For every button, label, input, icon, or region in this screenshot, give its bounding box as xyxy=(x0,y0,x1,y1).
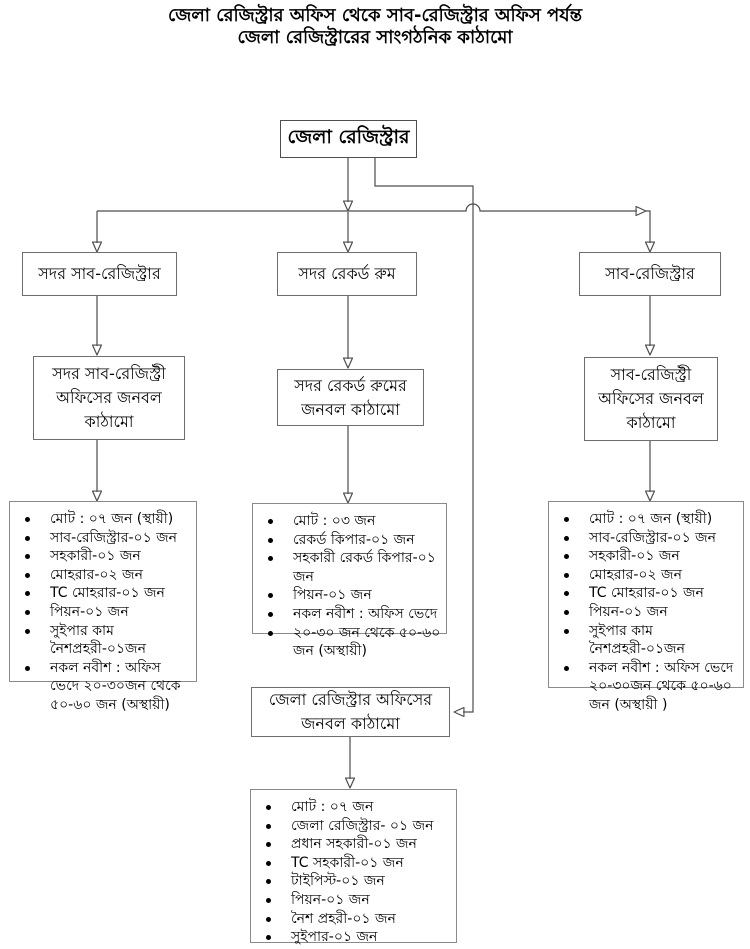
staff-list-item: পিয়ন-০১ জন xyxy=(257,891,453,910)
staff-list-item: রেকর্ড কিপার-০১ জন xyxy=(259,531,443,550)
staff-list-item: নৈশ প্রহরী-০১ জন xyxy=(257,910,453,929)
node-sadar-record-room: সদর রেকর্ড রুম xyxy=(277,252,417,296)
staff-list-item: মোট : ০৭ জন xyxy=(257,798,453,817)
staff-list-item: নকল নবীশ : অফিস ভেদে ২০-৩০জন থেকে ৫০-৬০ … xyxy=(16,659,193,715)
staff-list-item: সহকারী রেকর্ড কিপার-০১ জন xyxy=(259,549,443,586)
node-district-registrar-office-staff-label: জেলা রেজিস্ট্রার অফিসের জনবল কাঠামো xyxy=(268,690,433,733)
staff-list-item: সাব-রেজিস্ট্রার-০১ জন xyxy=(555,529,740,548)
staff-list-sadar-sub-registry-items: মোট : ০৭ জন (স্থায়ী)সাব-রেজিস্ট্রার-০১ … xyxy=(16,510,193,715)
staff-list-sadar-sub-registry: মোট : ০৭ জন (স্থায়ী)সাব-রেজিস্ট্রার-০১ … xyxy=(9,501,197,713)
staff-list-item: নকল নবীশ : অফিস ভেদে xyxy=(259,605,443,624)
staff-list-item: সুইপার কাম নৈশপ্রহরী-০১জন xyxy=(555,622,740,659)
node-district-registrar: জেলা রেজিস্ট্রার xyxy=(280,120,417,158)
node-sub-registrar: সাব-রেজিস্ট্রার xyxy=(579,252,721,296)
staff-list-item: টাইপিস্ট-০১ জন xyxy=(257,872,453,891)
node-sub-registry-staff-label: সাব-রেজিস্ট্রী অফিসের জনবল কাঠামো xyxy=(598,365,704,432)
staff-list-item: মোট : ০৭ জন (স্থায়ী) xyxy=(16,510,193,529)
staff-list-sub-registry-items: মোট : ০৭ জন (স্থায়ী)সাব-রেজিস্ট্রার-০১ … xyxy=(555,510,740,715)
staff-list-item: প্রধান সহকারী-০১ জন xyxy=(257,835,453,854)
connector-trunk-to-sub-registrar xyxy=(646,210,650,243)
node-district-registrar-office-staff: জেলা রেজিস্ট্রার অফিসের জনবল কাঠামো xyxy=(251,687,450,737)
staff-list-item: সুইপার-০১ জন xyxy=(257,928,453,947)
staff-list-item: ২০-৩০ জন থেকে ৫০-৬০ জন (অস্থায়ী) xyxy=(259,624,443,661)
node-sadar-sub-registrar-label: সদর সাব-রেজিস্ট্রার xyxy=(38,264,161,283)
staff-list-item: সহকারী-০১ জন xyxy=(16,547,193,566)
staff-list-item: মোট : ০৭ জন (স্থায়ী) xyxy=(555,510,740,529)
staff-list-item: সুইপার কাম নৈশপ্রহরী-০১জন xyxy=(16,622,193,659)
staff-list-item: মোহরার-০২ জন xyxy=(16,566,193,585)
chart-title-line1: জেলা রেজিস্ট্রার অফিস থেকে সাব-রেজিস্ট্র… xyxy=(167,5,583,26)
staff-list-item: নকল নবীশ : অফিস ভেদে ২০-৩০জন থেকে ৫০-৬০ … xyxy=(555,659,740,715)
node-sadar-sub-registrar: সদর সাব-রেজিস্ট্রার xyxy=(22,252,177,296)
staff-list-item: TC মোহরার-০১ জন xyxy=(16,584,193,603)
chart-title-line2: জেলা রেজিস্ট্রারের সাংগঠনিক কাঠামো xyxy=(237,27,513,48)
staff-list-item: TC সহকারী-০১ জন xyxy=(257,854,453,873)
connector-trunk xyxy=(97,203,637,211)
staff-list-item: পিয়ন-০১ জন xyxy=(259,586,443,605)
node-district-registrar-label: জেলা রেজিস্ট্রার xyxy=(287,126,410,148)
staff-list-item: TC মোহরার-০১ জন xyxy=(555,584,740,603)
node-sadar-record-room-label: সদর রেকর্ড রুম xyxy=(298,264,396,283)
node-sadar-sub-registry-staff: সদর সাব-রেজিস্ট্রী অফিসের জনবল কাঠামো xyxy=(33,356,185,440)
node-sub-registrar-label: সাব-রেজিস্ট্রার xyxy=(605,264,695,283)
staff-list-item: সাব-রেজিস্ট্রার-০১ জন xyxy=(16,529,193,548)
staff-list-item: পিয়ন-০১ জন xyxy=(555,603,740,622)
node-sadar-sub-registry-staff-label: সদর সাব-রেজিস্ট্রী অফিসের জনবল কাঠামো xyxy=(52,364,166,431)
staff-list-item: পিয়ন-০১ জন xyxy=(16,603,193,622)
staff-list-item: সহকারী-০১ জন xyxy=(555,547,740,566)
staff-list-sub-registry: মোট : ০৭ জন (স্থায়ী)সাব-রেজিস্ট্রার-০১ … xyxy=(548,501,744,713)
node-sadar-record-room-staff-label: সদর রেকর্ড রুমের জনবল কাঠামো xyxy=(294,375,407,419)
staff-list-item: মোট : ০৩ জন xyxy=(259,512,443,531)
node-sadar-record-room-staff: সদর রেকর্ড রুমের জনবল কাঠামো xyxy=(277,369,424,426)
staff-list-item: জেলা রেজিস্ট্রার- ০১ জন xyxy=(257,817,453,836)
node-sub-registry-staff: সাব-রেজিস্ট্রী অফিসের জনবল কাঠামো xyxy=(584,357,718,441)
staff-list-item: মোহরার-০২ জন xyxy=(555,566,740,585)
